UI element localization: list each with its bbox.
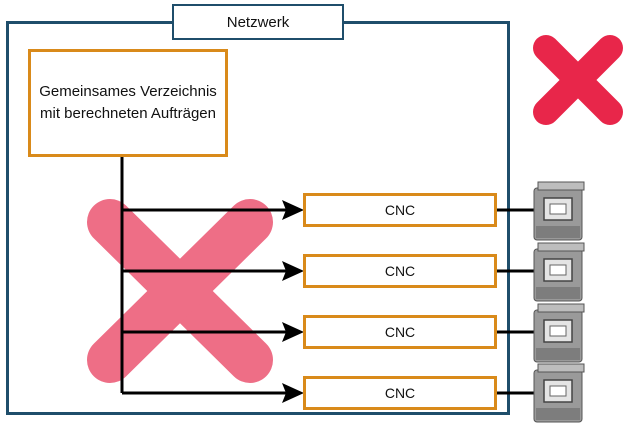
cross-overlay-icon (87, 199, 273, 383)
branch-arrow (122, 383, 304, 403)
network-label: Netzwerk (172, 4, 344, 40)
cnc-machine-icon (533, 303, 585, 363)
cnc-box: CNC (303, 315, 497, 349)
cnc-machine-icon (533, 242, 585, 302)
shared-directory-label: Gemeinsames Verzeichnis mit berechneten … (39, 83, 217, 122)
branch-arrow (122, 322, 304, 342)
cnc-label: CNC (384, 202, 416, 218)
cnc-label: CNC (384, 385, 416, 401)
shared-directory-box: Gemeinsames Verzeichnis mit berechneten … (28, 49, 228, 157)
cnc-machine-icon (533, 181, 585, 241)
cnc-machine-icon (533, 363, 585, 423)
cnc-box: CNC (303, 193, 497, 227)
cnc-label: CNC (384, 263, 416, 279)
cnc-box: CNC (303, 376, 497, 410)
cnc-label: CNC (384, 324, 416, 340)
cnc-box: CNC (303, 254, 497, 288)
branch-arrow (122, 200, 304, 220)
branch-arrow (122, 261, 304, 281)
cross-icon (533, 35, 623, 125)
